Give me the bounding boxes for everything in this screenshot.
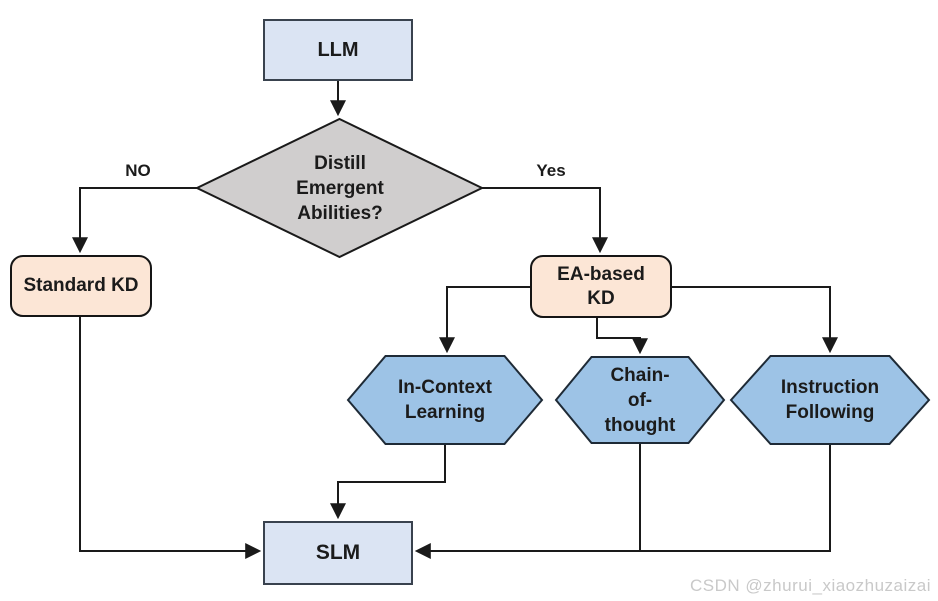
- standard-kd-node: Standard KD: [10, 255, 152, 317]
- diamond-shape: [194, 117, 485, 259]
- watermark: CSDN @zhurui_xiaozhuzaizai: [690, 576, 931, 595]
- llm-label: LLM: [317, 38, 359, 61]
- edge-in-context-to-slm: [330, 445, 446, 520]
- chain-of-thought-label: Chain- of- thought: [604, 364, 676, 436]
- standard-kd-label: Standard KD: [23, 275, 139, 296]
- in-context-learning-hexagon: In-Context Learning: [346, 355, 544, 445]
- slm-label: SLM: [315, 541, 361, 564]
- edge-ea-kd-to-in-context: [439, 286, 530, 354]
- hexagon-shape: [554, 356, 726, 444]
- chain-of-thought-hexagon: Chain- of- thought: [554, 356, 726, 444]
- edge-instruction-following-to-slm: [414, 445, 831, 559]
- decision-label: Distill Emergent Abilities?: [296, 152, 384, 224]
- edge-decision-yes-to-ea-kd: [482, 187, 608, 254]
- hexagon-shape: [729, 355, 931, 445]
- instruction-following-label: Instruction Following: [780, 377, 880, 423]
- edge-ea-kd-to-instruction-following: [672, 286, 838, 354]
- edge-decision-no-to-standard-kd: [72, 187, 197, 254]
- edge-label-yes: Yes: [536, 161, 566, 180]
- ea-based-kd-label: EA-based KD: [557, 263, 645, 309]
- decision-diamond: Distill Emergent Abilities?: [194, 117, 485, 259]
- hexagon-shape: [346, 355, 544, 445]
- edge-standard-kd-to-slm: [79, 317, 262, 559]
- slm-node: SLM: [263, 521, 413, 585]
- edge-label-no: NO: [125, 161, 151, 180]
- ea-based-kd-node: EA-based KD: [530, 255, 672, 318]
- in-context-learning-label: In-Context Learning: [398, 377, 492, 423]
- llm-node: LLM: [263, 19, 413, 81]
- instruction-following-hexagon: Instruction Following: [729, 355, 931, 445]
- edge-ea-kd-to-chain-of-thought: [596, 318, 648, 355]
